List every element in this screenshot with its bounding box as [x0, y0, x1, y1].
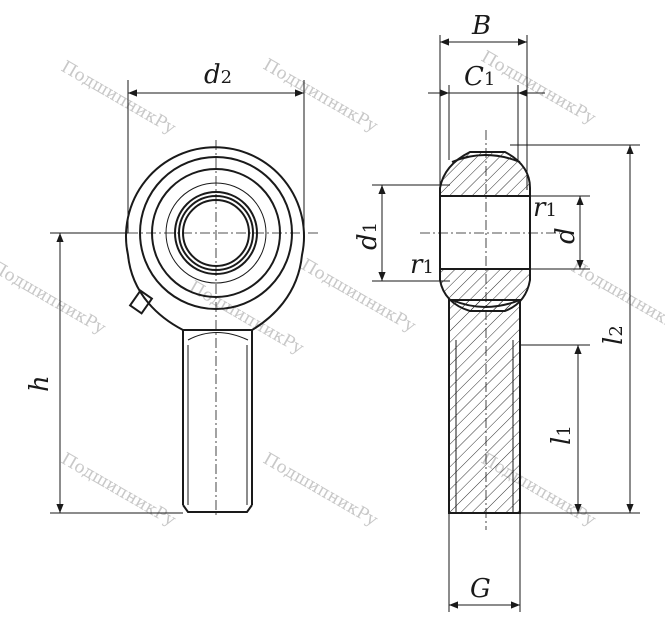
ball-outer — [165, 182, 267, 284]
label-r1-top: r1 — [533, 193, 557, 223]
label-l1: l1 — [547, 425, 577, 445]
neck-curve — [187, 332, 249, 341]
watermark: ПодшипникРу — [260, 449, 381, 531]
ring-middle — [151, 168, 281, 298]
ball — [174, 191, 258, 275]
watermark: ПодшипникРу — [478, 47, 599, 129]
watermarks: ПодшипникРу ПодшипникРу ПодшипникРу Подш… — [0, 47, 665, 531]
section-view: B C1 d1 d r1 r1 l2 — [353, 11, 640, 612]
watermark: ПодшипникРу — [58, 449, 179, 531]
bore-section — [439, 195, 531, 270]
front-view: d2 h — [25, 60, 320, 515]
label-d: d — [551, 227, 581, 244]
lube-nipple — [128, 289, 154, 315]
shank-end — [182, 504, 253, 513]
label-l2: l2 — [599, 325, 629, 345]
bore-outer — [178, 195, 254, 271]
watermark: ПодшипникРу — [298, 255, 419, 337]
label-B: B — [471, 11, 491, 41]
label-d1: d1 — [353, 222, 383, 250]
label-G: G — [470, 574, 491, 604]
watermark: ПодшипникРу — [0, 257, 109, 339]
label-r1-left: r1 — [410, 250, 434, 280]
race-top — [451, 154, 521, 163]
bore — [182, 199, 250, 267]
label-d2: d2 — [204, 60, 232, 90]
label-h: h — [25, 375, 55, 392]
watermark: ПодшипникРу — [260, 55, 381, 137]
label-C1: C1 — [464, 62, 495, 92]
watermark: ПодшипникРу — [58, 57, 179, 139]
shank-section — [448, 299, 521, 514]
head-outline — [125, 146, 305, 331]
ring-outer — [139, 156, 293, 310]
